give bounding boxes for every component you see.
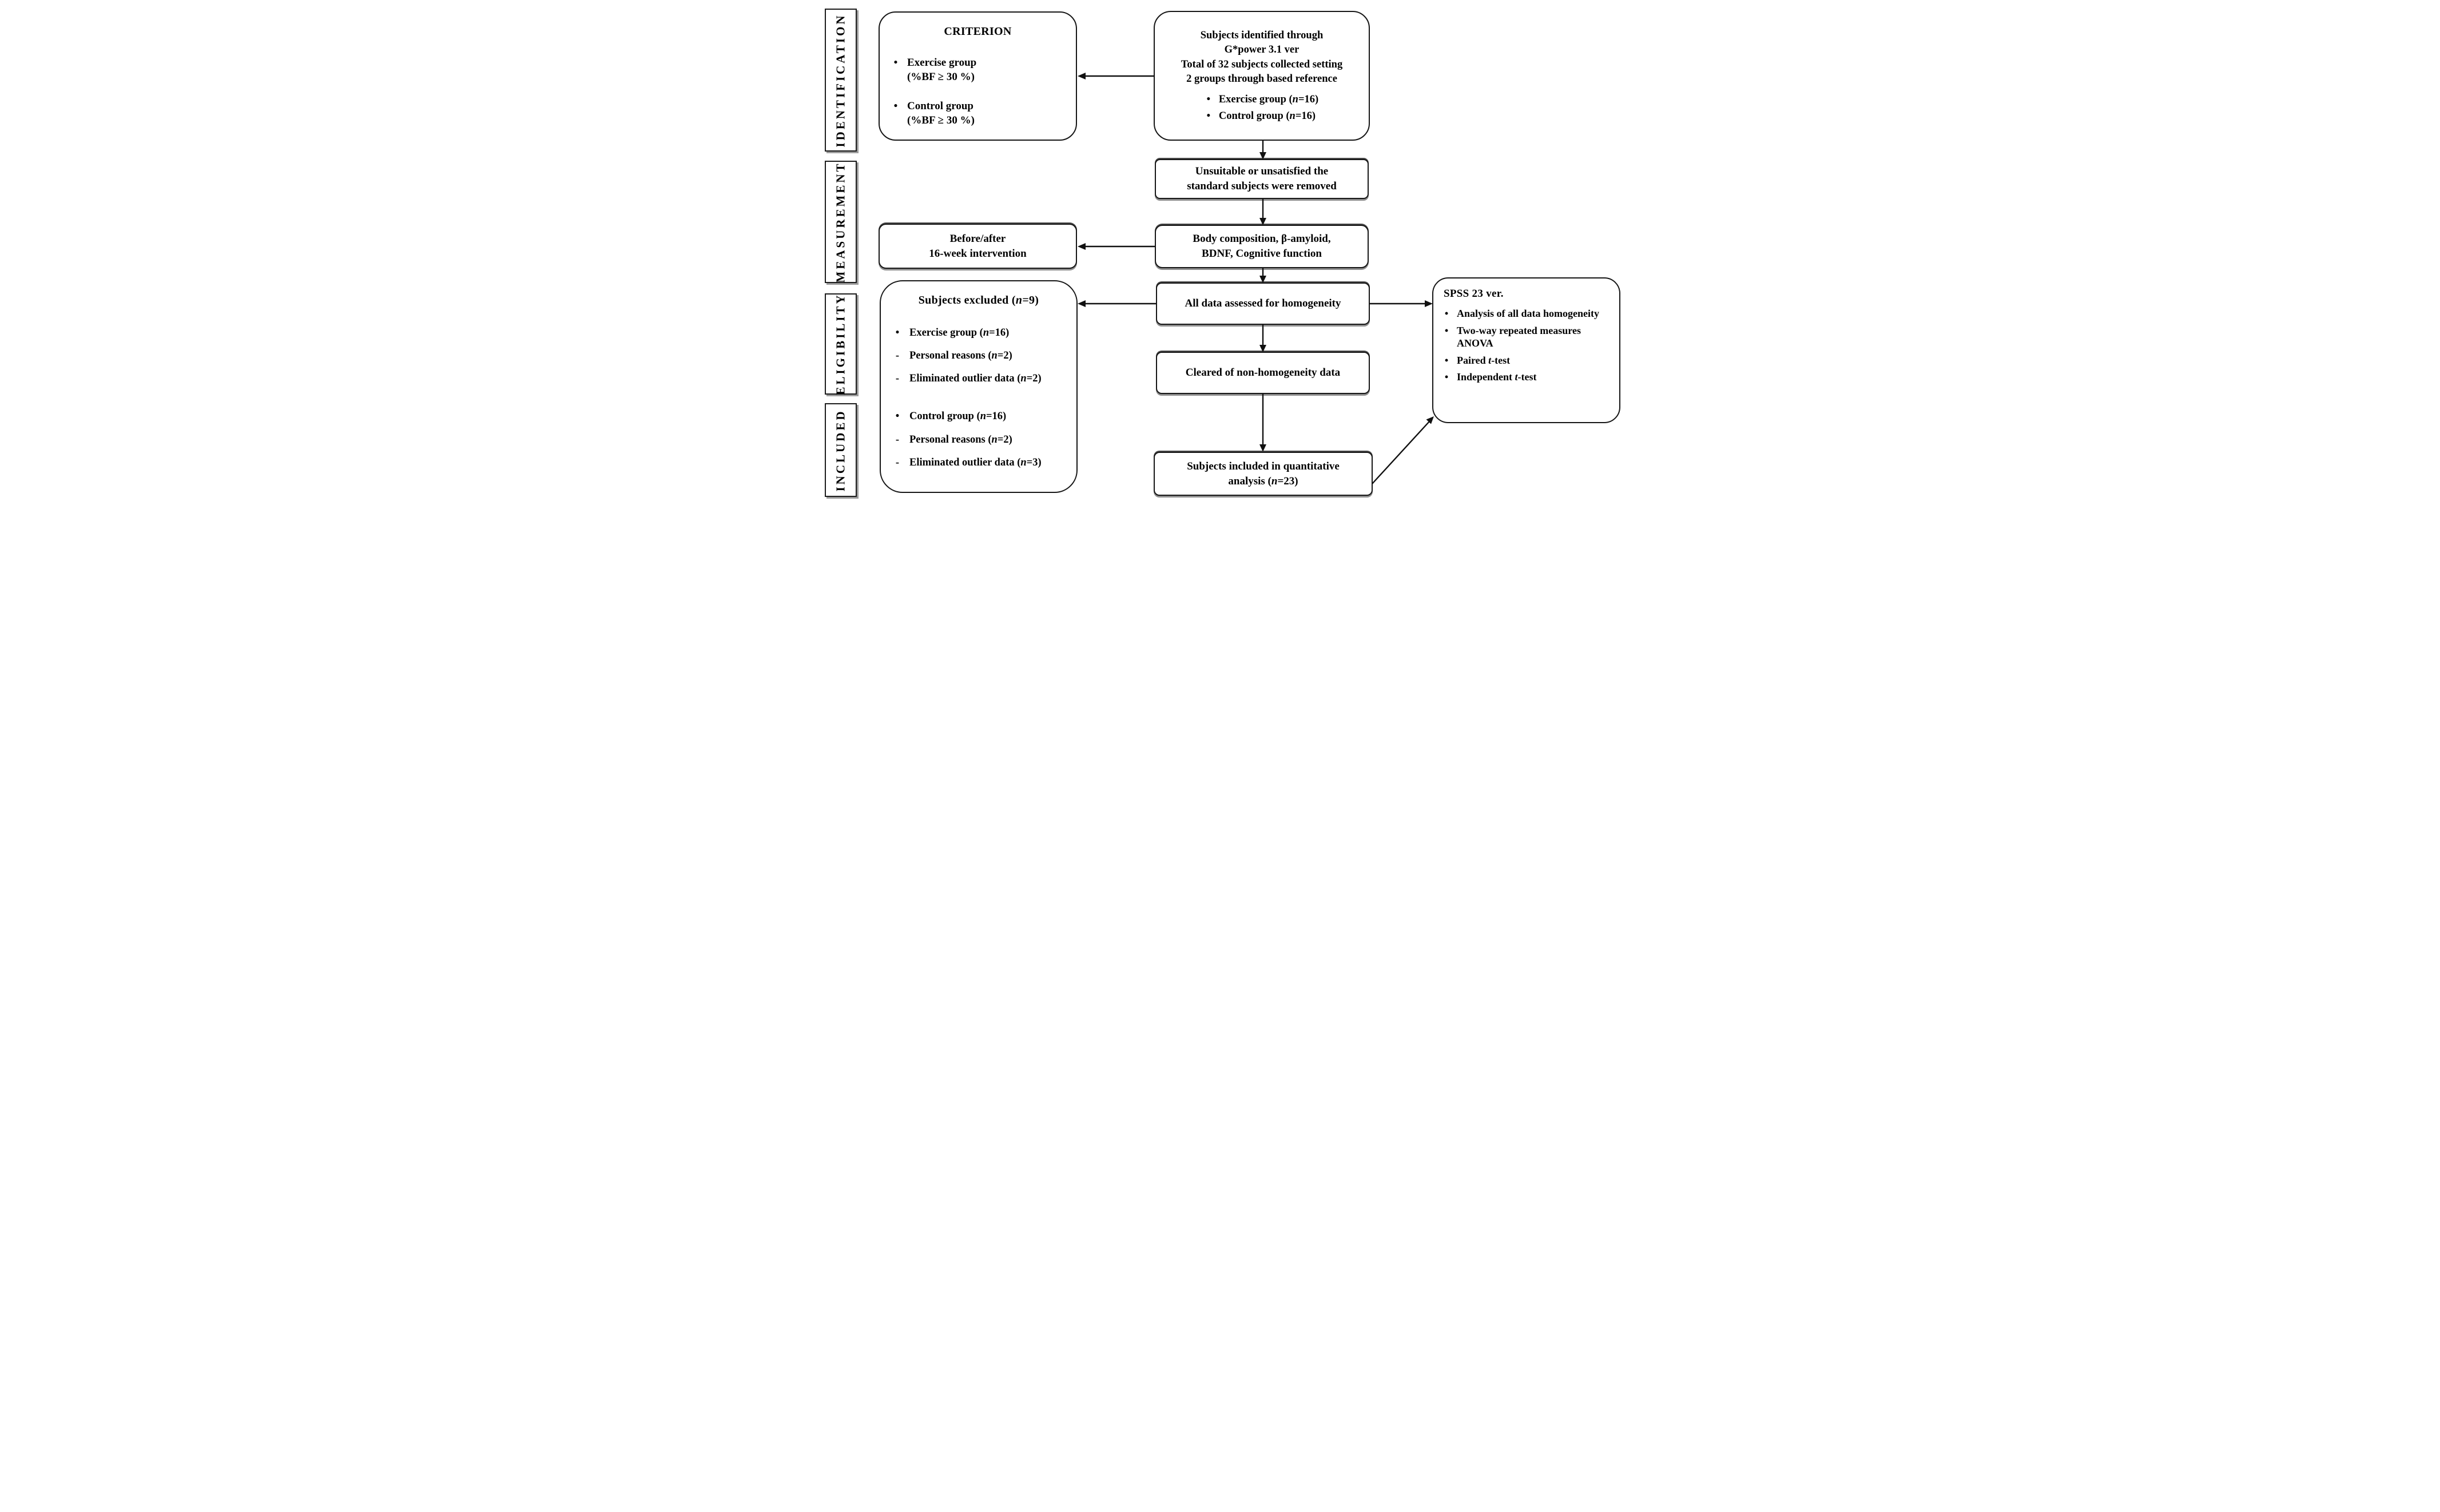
box-text-line: G*power 3.1 ver — [1224, 44, 1300, 56]
box-text-line: Cleared of non-homogeneity data — [1185, 367, 1341, 379]
bullet-marker: • — [893, 100, 898, 113]
list-item: • Exercise group (n=16) — [895, 327, 1063, 340]
stage-label-measurement: MEASUREMENT — [825, 161, 857, 283]
bullet-marker: • — [1444, 324, 1449, 336]
before-after-intervention-box: Before/after 16-week intervention — [879, 224, 1077, 269]
list-item: - Personal reasons (n=2) — [895, 433, 1063, 447]
bullet-marker: • — [895, 411, 900, 423]
list-item: - Personal reasons (n=2) — [895, 349, 1063, 363]
dash-marker: - — [895, 456, 900, 468]
list-item-text: Eliminated outlier data (n=3) — [909, 456, 1042, 468]
list-item: • Control group (n=16) — [1205, 109, 1318, 124]
subjects-excluded-box: Subjects excluded (n=9) • Exercise group… — [880, 280, 1078, 493]
box-text-line: Total of 32 subjects collected setting — [1181, 58, 1343, 70]
list-item-line: Exercise group — [907, 57, 977, 69]
subjects-excluded-title: Subjects excluded (n=9) — [918, 294, 1039, 307]
box-text-line: 16-week intervention — [929, 247, 1027, 260]
box-text-line: Unsuitable or unsatisfied the — [1195, 165, 1329, 178]
list-item-text: Control group (%BF ≥ 30 %) — [907, 99, 975, 128]
box-text-line: standard subjects were removed — [1187, 180, 1337, 192]
criterion-title: CRITERION — [944, 25, 1012, 38]
unsuitable-removed-box: Unsuitable or unsatisfied the standard s… — [1155, 159, 1369, 199]
list-item-text: Exercise group (n=16) — [1218, 93, 1319, 105]
dash-marker: - — [895, 433, 900, 445]
list-item: • Analysis of all data homogeneity — [1444, 307, 1609, 320]
arrowhead-all-data-to-spss — [1425, 300, 1433, 307]
bullet-marker: • — [1444, 354, 1449, 366]
bullet-marker: • — [1444, 308, 1449, 319]
list-item: • Exercise group (%BF ≥ 30 %) — [892, 55, 1063, 84]
subjects-included-box: Subjects included in quantitative analys… — [1154, 452, 1373, 496]
bullet-marker: • — [1444, 371, 1449, 383]
list-item: • Independent t-test — [1444, 371, 1609, 384]
criterion-list: • Exercise group (%BF ≥ 30 %) • Control … — [892, 55, 1063, 128]
list-item: - Eliminated outlier data (n=2) — [895, 372, 1063, 385]
list-item-text: Paired t-test — [1457, 354, 1511, 366]
list-item: • Control group (n=16) — [895, 410, 1063, 423]
list-item-text: Personal reasons (n=2) — [909, 433, 1012, 445]
box-text-line: Before/after — [949, 232, 1006, 245]
bullet-marker: • — [1206, 110, 1211, 122]
spss-list: • Analysis of all data homogeneity • Two… — [1444, 307, 1609, 384]
box-text-line: analysis (n=23) — [1228, 475, 1298, 487]
dash-marker: - — [895, 350, 900, 362]
list-item-text: Independent t-test — [1457, 371, 1537, 383]
study-flow-diagram: IDENTIFICATION MEASUREMENT ELIGIBILITY I… — [813, 0, 1627, 504]
list-item-text: Control group (n=16) — [1218, 110, 1316, 122]
box-text-line: Subjects identified through — [1200, 29, 1324, 41]
list-item-text: Control group (n=16) — [909, 411, 1007, 423]
stage-label-text: MEASUREMENT — [833, 161, 848, 283]
stage-label-identification: IDENTIFICATION — [825, 9, 857, 152]
list-item-text: Exercise group (n=16) — [909, 327, 1010, 339]
arrowhead-included-to-spss — [1426, 416, 1434, 424]
list-item-text: Personal reasons (n=2) — [909, 350, 1012, 362]
subjects-identified-box: Subjects identified through G*power 3.1 … — [1154, 11, 1370, 141]
list-item: • Control group (%BF ≥ 30 %) — [892, 99, 1063, 128]
list-item-line: Control group — [907, 100, 973, 113]
bullet-marker: • — [895, 327, 900, 339]
stage-label-text: IDENTIFICATION — [833, 13, 848, 148]
list-item: - Eliminated outlier data (n=3) — [895, 456, 1063, 469]
list-item: • Paired t-test — [1444, 354, 1609, 367]
stage-label-text: ELIGIBILITY — [833, 293, 848, 395]
bullet-marker: • — [893, 57, 898, 69]
list-item-text: Analysis of all data homogeneity — [1457, 308, 1600, 319]
stage-label-eligibility: ELIGIBILITY — [825, 293, 857, 395]
arrow-included-to-spss — [1372, 421, 1430, 484]
subjects-identified-list: • Exercise group (n=16) • Control group … — [1205, 93, 1319, 124]
list-item: • Two-way repeated measures ANOVA — [1444, 324, 1609, 350]
arrowhead-all-data-to-excluded — [1078, 300, 1086, 307]
body-composition-box: Body composition, β-amyloid, BDNF, Cogni… — [1155, 225, 1369, 268]
spss-title: SPSS 23 ver. — [1444, 288, 1504, 300]
bullet-marker: • — [1206, 93, 1211, 105]
box-text-line: Body composition, β-amyloid, — [1193, 233, 1331, 245]
list-item-line: (%BF ≥ 30 %) — [907, 114, 975, 127]
list-item-text: Eliminated outlier data (n=2) — [909, 373, 1042, 385]
list-item-text: Two-way repeated measures ANOVA — [1457, 324, 1581, 349]
cleared-non-homogeneity-box: Cleared of non-homogeneity data — [1156, 352, 1370, 394]
stage-label-text: INCLUDED — [833, 408, 848, 492]
criterion-box: CRITERION • Exercise group (%BF ≥ 30 %) … — [879, 11, 1077, 141]
list-item-line: (%BF ≥ 30 %) — [907, 71, 975, 83]
stage-label-included: INCLUDED — [825, 403, 857, 497]
all-data-assessed-box: All data assessed for homogeneity — [1156, 282, 1370, 325]
dash-marker: - — [895, 373, 900, 385]
box-text-line: All data assessed for homogeneity — [1185, 297, 1341, 310]
spss-box: SPSS 23 ver. • Analysis of all data homo… — [1432, 277, 1620, 423]
box-text-line: Subjects included in quantitative — [1187, 460, 1340, 472]
arrowhead-cleared-to-included — [1259, 444, 1266, 452]
box-text-line: BDNF, Cognitive function — [1202, 248, 1322, 260]
box-text-line: 2 groups through based reference — [1186, 73, 1337, 85]
list-item: • Exercise group (n=16) — [1205, 93, 1319, 107]
arrowhead-body-to-before-after — [1078, 243, 1086, 250]
arrowhead-identified-to-criterion — [1078, 73, 1086, 79]
subjects-excluded-list: • Exercise group (n=16) - Personal reaso… — [895, 327, 1063, 479]
list-item-text: Exercise group (%BF ≥ 30 %) — [907, 55, 976, 84]
